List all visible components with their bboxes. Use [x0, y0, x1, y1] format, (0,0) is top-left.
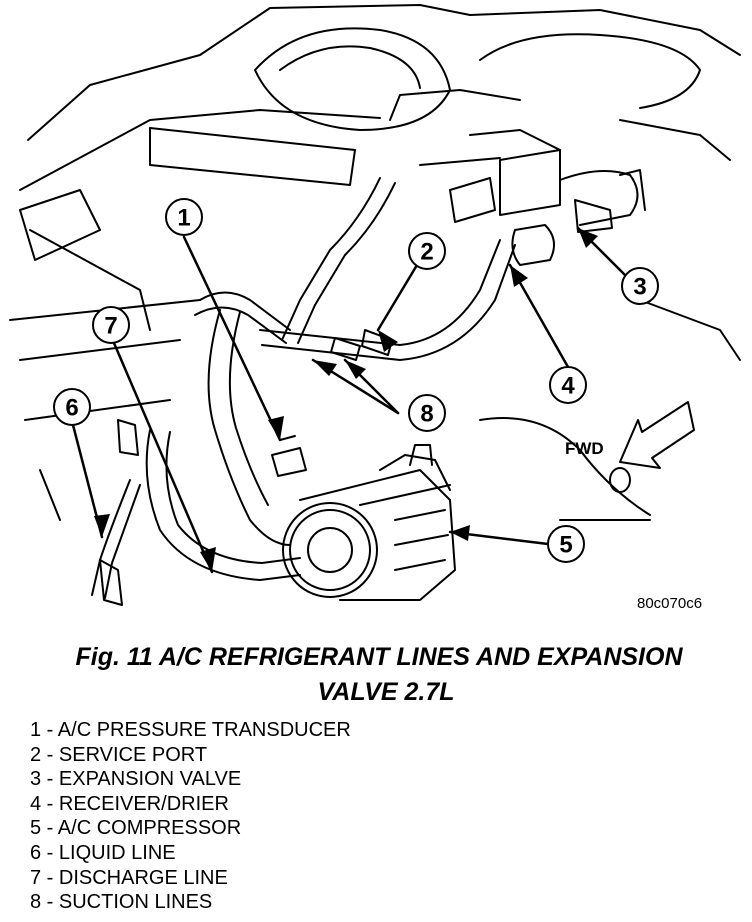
callout-number-6: 6	[65, 395, 78, 422]
ac-compressor	[282, 444, 456, 601]
expansion-valve-assembly	[419, 129, 646, 266]
legend-item: 1 - A/C PRESSURE TRANSDUCER	[30, 719, 351, 741]
callout-circle-5	[547, 525, 585, 563]
callout-circle-4	[549, 366, 587, 404]
callout-circle-3	[621, 267, 659, 305]
legend-item: 3 - EXPANSION VALVE	[30, 768, 242, 791]
suction-lines	[194, 177, 516, 361]
legend-item: 2 - SERVICE PORT	[30, 743, 208, 766]
legend-item: 6 - LIQUID LINE	[30, 841, 176, 864]
fwd-arrow	[619, 401, 695, 469]
caption-line-1: Fig. 11 A/C REFRIGERANT LINES AND EXPANS…	[75, 643, 683, 671]
legend-item: 8 - SUCTION LINES	[30, 891, 213, 914]
callout-number-1: 1	[177, 205, 190, 232]
leader-7	[112, 341, 214, 574]
ac-lines-illustration: 1 2 3 4 5 6 7 8 FWD 80c070c6	[9, 4, 741, 612]
callout-circle-2	[408, 232, 446, 270]
fwd-label: FWD	[565, 439, 604, 458]
callout-number-4: 4	[561, 373, 575, 400]
callout-circles	[53, 198, 659, 563]
callout-circle-6	[53, 388, 91, 426]
legend-item: 7 - DISCHARGE LINE	[30, 866, 228, 889]
callout-circle-7	[92, 306, 130, 344]
image-code: 80c070c6	[637, 595, 702, 612]
caption-line-2: VALVE 2.7L	[317, 678, 455, 706]
leader-arrowheads	[94, 228, 598, 572]
parts-legend: 1 - A/C PRESSURE TRANSDUCER 2 - SERVICE …	[30, 718, 351, 915]
callout-circle-8	[408, 394, 446, 432]
engine-bay-background	[9, 4, 741, 521]
callout-number-3: 3	[633, 274, 646, 301]
leader-1	[182, 235, 282, 442]
callout-number-8: 8	[420, 401, 433, 428]
callout-circle-1	[165, 198, 203, 236]
legend-item: 5 - A/C COMPRESSOR	[30, 817, 242, 840]
discharge-line	[145, 309, 301, 581]
liquid-line	[91, 419, 141, 606]
callout-number-2: 2	[420, 239, 433, 266]
callout-number-5: 5	[559, 532, 572, 559]
legend-item: 4 - RECEIVER/DRIER	[30, 792, 229, 815]
leader-2	[376, 258, 422, 332]
callout-number-7: 7	[104, 313, 117, 340]
pressure-transducer	[271, 435, 307, 477]
figure-caption: Fig. 11 A/C REFRIGERANT LINES AND EXPANS…	[0, 640, 752, 710]
